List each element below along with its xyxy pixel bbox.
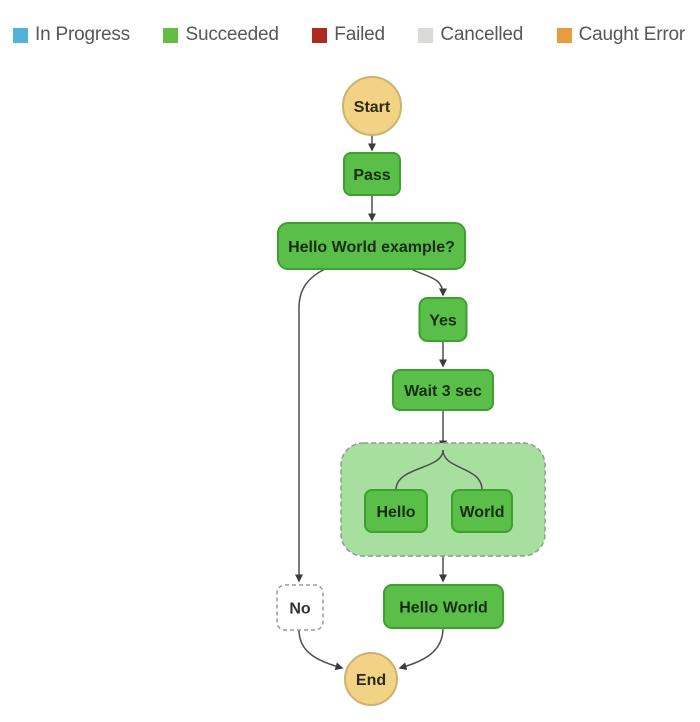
edge-no-end <box>298 629 344 671</box>
legend-label: Cancelled <box>440 24 524 45</box>
hello-world-box[interactable] <box>383 584 504 629</box>
edge-parallel-hello <box>395 449 444 491</box>
legend-item-succeeded: Succeeded <box>163 24 279 45</box>
in-progress-swatch-icon <box>13 27 28 43</box>
edge-helloworld-end <box>398 627 444 671</box>
edge-choice-no <box>295 268 326 583</box>
legend-item-failed: Failed <box>312 25 385 45</box>
legend-label: Failed <box>334 24 385 45</box>
node-choice-label: Hello World example? <box>288 239 455 256</box>
legend-label: In Progress <box>35 24 130 45</box>
legend-label: Succeeded <box>185 24 279 45</box>
node-wait-label: Wait 3 sec <box>404 383 482 400</box>
succeeded-swatch-icon <box>163 27 179 43</box>
node-pass-label: Pass <box>353 167 390 184</box>
node-end-label: End <box>356 672 386 689</box>
node-hello[interactable]: Hello <box>364 489 428 533</box>
cancelled-swatch-icon <box>418 27 434 43</box>
node-yes[interactable]: Yes <box>418 297 468 342</box>
node-start[interactable]: Start <box>342 76 402 136</box>
node-yes-label: Yes <box>429 313 457 330</box>
no-box[interactable] <box>276 584 324 631</box>
node-no[interactable]: No <box>276 584 324 631</box>
wait-box[interactable] <box>392 369 494 411</box>
end-circle[interactable] <box>344 652 398 706</box>
node-pass[interactable]: Pass <box>343 152 401 196</box>
legend-item-caught-error: Caught Error <box>556 24 686 45</box>
node-hello-world-label: Hello World <box>399 600 488 617</box>
node-world[interactable]: World <box>451 489 513 533</box>
node-wait-3-sec[interactable]: Wait 3 sec <box>392 369 494 411</box>
node-world-label: World <box>459 504 504 521</box>
node-hello-label: Hello <box>376 504 415 521</box>
choice-box[interactable] <box>277 222 466 270</box>
legend-item-cancelled: Cancelled <box>418 25 523 45</box>
status-legend: In Progress Succeeded Failed Cancelled C… <box>13 25 685 45</box>
edge-choice-yes <box>410 268 447 297</box>
node-start-label: Start <box>354 99 391 116</box>
yes-box[interactable] <box>418 297 468 342</box>
legend-item-in-progress: In Progress <box>13 25 130 45</box>
hello-box[interactable] <box>364 489 428 533</box>
node-hello-world[interactable]: Hello World <box>383 584 504 629</box>
node-no-label: No <box>289 601 311 618</box>
world-box[interactable] <box>451 489 513 533</box>
node-end[interactable]: End <box>344 652 398 706</box>
start-circle[interactable] <box>342 76 402 136</box>
pass-box[interactable] <box>343 152 401 196</box>
failed-swatch-icon <box>312 27 328 43</box>
edge-parallel-world <box>442 449 483 491</box>
node-hello-world-example[interactable]: Hello World example? <box>277 222 466 270</box>
legend-label: Caught Error <box>578 24 686 45</box>
caught-error-swatch-icon <box>556 27 572 43</box>
